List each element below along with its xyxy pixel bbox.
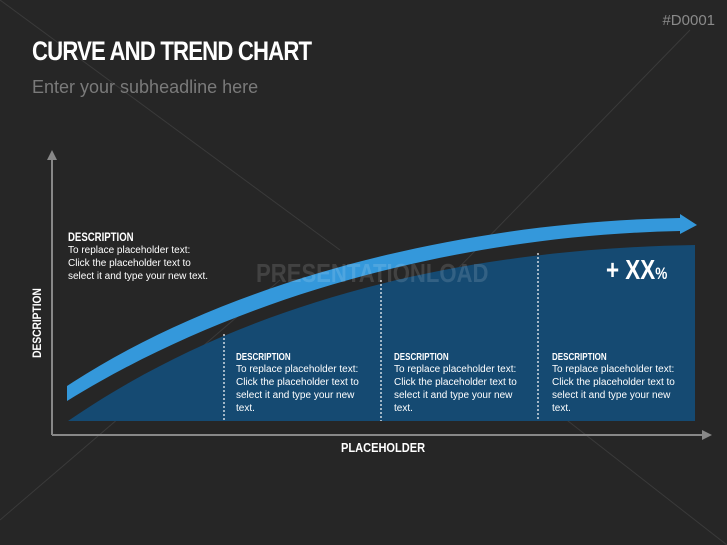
axes (47, 150, 712, 440)
page-subtitle: Enter your subheadline here (32, 77, 259, 97)
growth-unit: % (655, 264, 668, 283)
description-heading: DESCRIPTION (552, 352, 607, 363)
description-block-3: DESCRIPTION To replace placeholder text:… (394, 352, 529, 415)
slide-code: #D0001 (662, 12, 715, 29)
page-title: CURVE AND TREND CHART (32, 36, 312, 66)
description-text: To replace placeholder text: Click the p… (236, 364, 359, 414)
x-axis-label: PLACEHOLDER (341, 440, 426, 455)
description-block-4: DESCRIPTION To replace placeholder text:… (552, 352, 687, 415)
description-text: To replace placeholder text: Click the p… (394, 364, 517, 414)
dividers (223, 253, 539, 421)
description-heading: DESCRIPTION (394, 352, 449, 363)
description-heading: DESCRIPTION (236, 352, 291, 363)
growth-value: + XX (606, 254, 656, 285)
description-heading: DESCRIPTION (68, 230, 134, 244)
y-axis-label: DESCRIPTION (30, 288, 45, 358)
description-text: To replace placeholder text: Click the p… (68, 245, 209, 282)
trend-arrow (67, 214, 697, 401)
description-block-2: DESCRIPTION To replace placeholder text:… (236, 352, 371, 415)
growth-label: + XX% (606, 254, 667, 286)
watermark: PRESENTATIONLOAD (256, 258, 489, 288)
description-text: To replace placeholder text: Click the p… (552, 364, 675, 414)
description-block-1: DESCRIPTION To replace placeholder text:… (68, 230, 213, 283)
